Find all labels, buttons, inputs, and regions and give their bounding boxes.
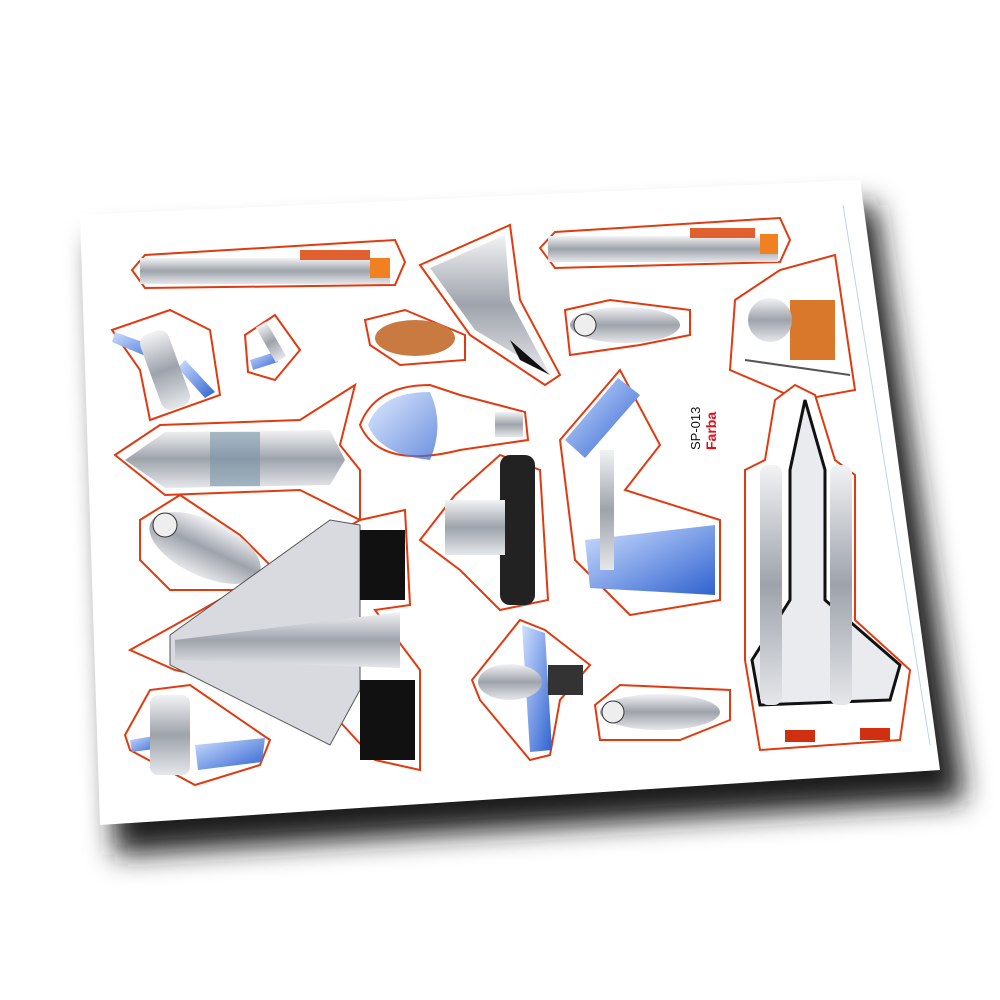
sticker-mars-rover: [418, 453, 550, 612]
sticker-space-plane: [418, 223, 562, 387]
sticker-astronaut: [563, 298, 691, 357]
sticker-astronaut: [593, 683, 731, 741]
sticker-capsule-satellite: [123, 683, 272, 787]
brand-logo: Farba: [703, 412, 719, 450]
sticker-astronaut: [363, 308, 466, 367]
sticker-satellite: [110, 308, 222, 422]
sticker-starship: [113, 382, 361, 522]
sticker-parachute-capsule: [358, 383, 530, 460]
sticker-space-station: [558, 368, 721, 617]
cut-line: [842, 204, 931, 746]
sticker-space-station-module: [243, 313, 302, 382]
sticker-rocket-booster: [538, 216, 792, 270]
sticker-space-shuttle: [744, 383, 912, 752]
sticker-orion-capsule: [470, 618, 592, 762]
sticker-rocket-booster: [130, 238, 407, 290]
sticker-astronaut: [139, 493, 282, 591]
product-label: SP-013 Farba: [688, 407, 719, 450]
sticker-launch-pad-rocket: [127, 508, 421, 772]
sticker-lunar-lander: [728, 253, 857, 402]
product-code: SP-013: [688, 407, 703, 450]
